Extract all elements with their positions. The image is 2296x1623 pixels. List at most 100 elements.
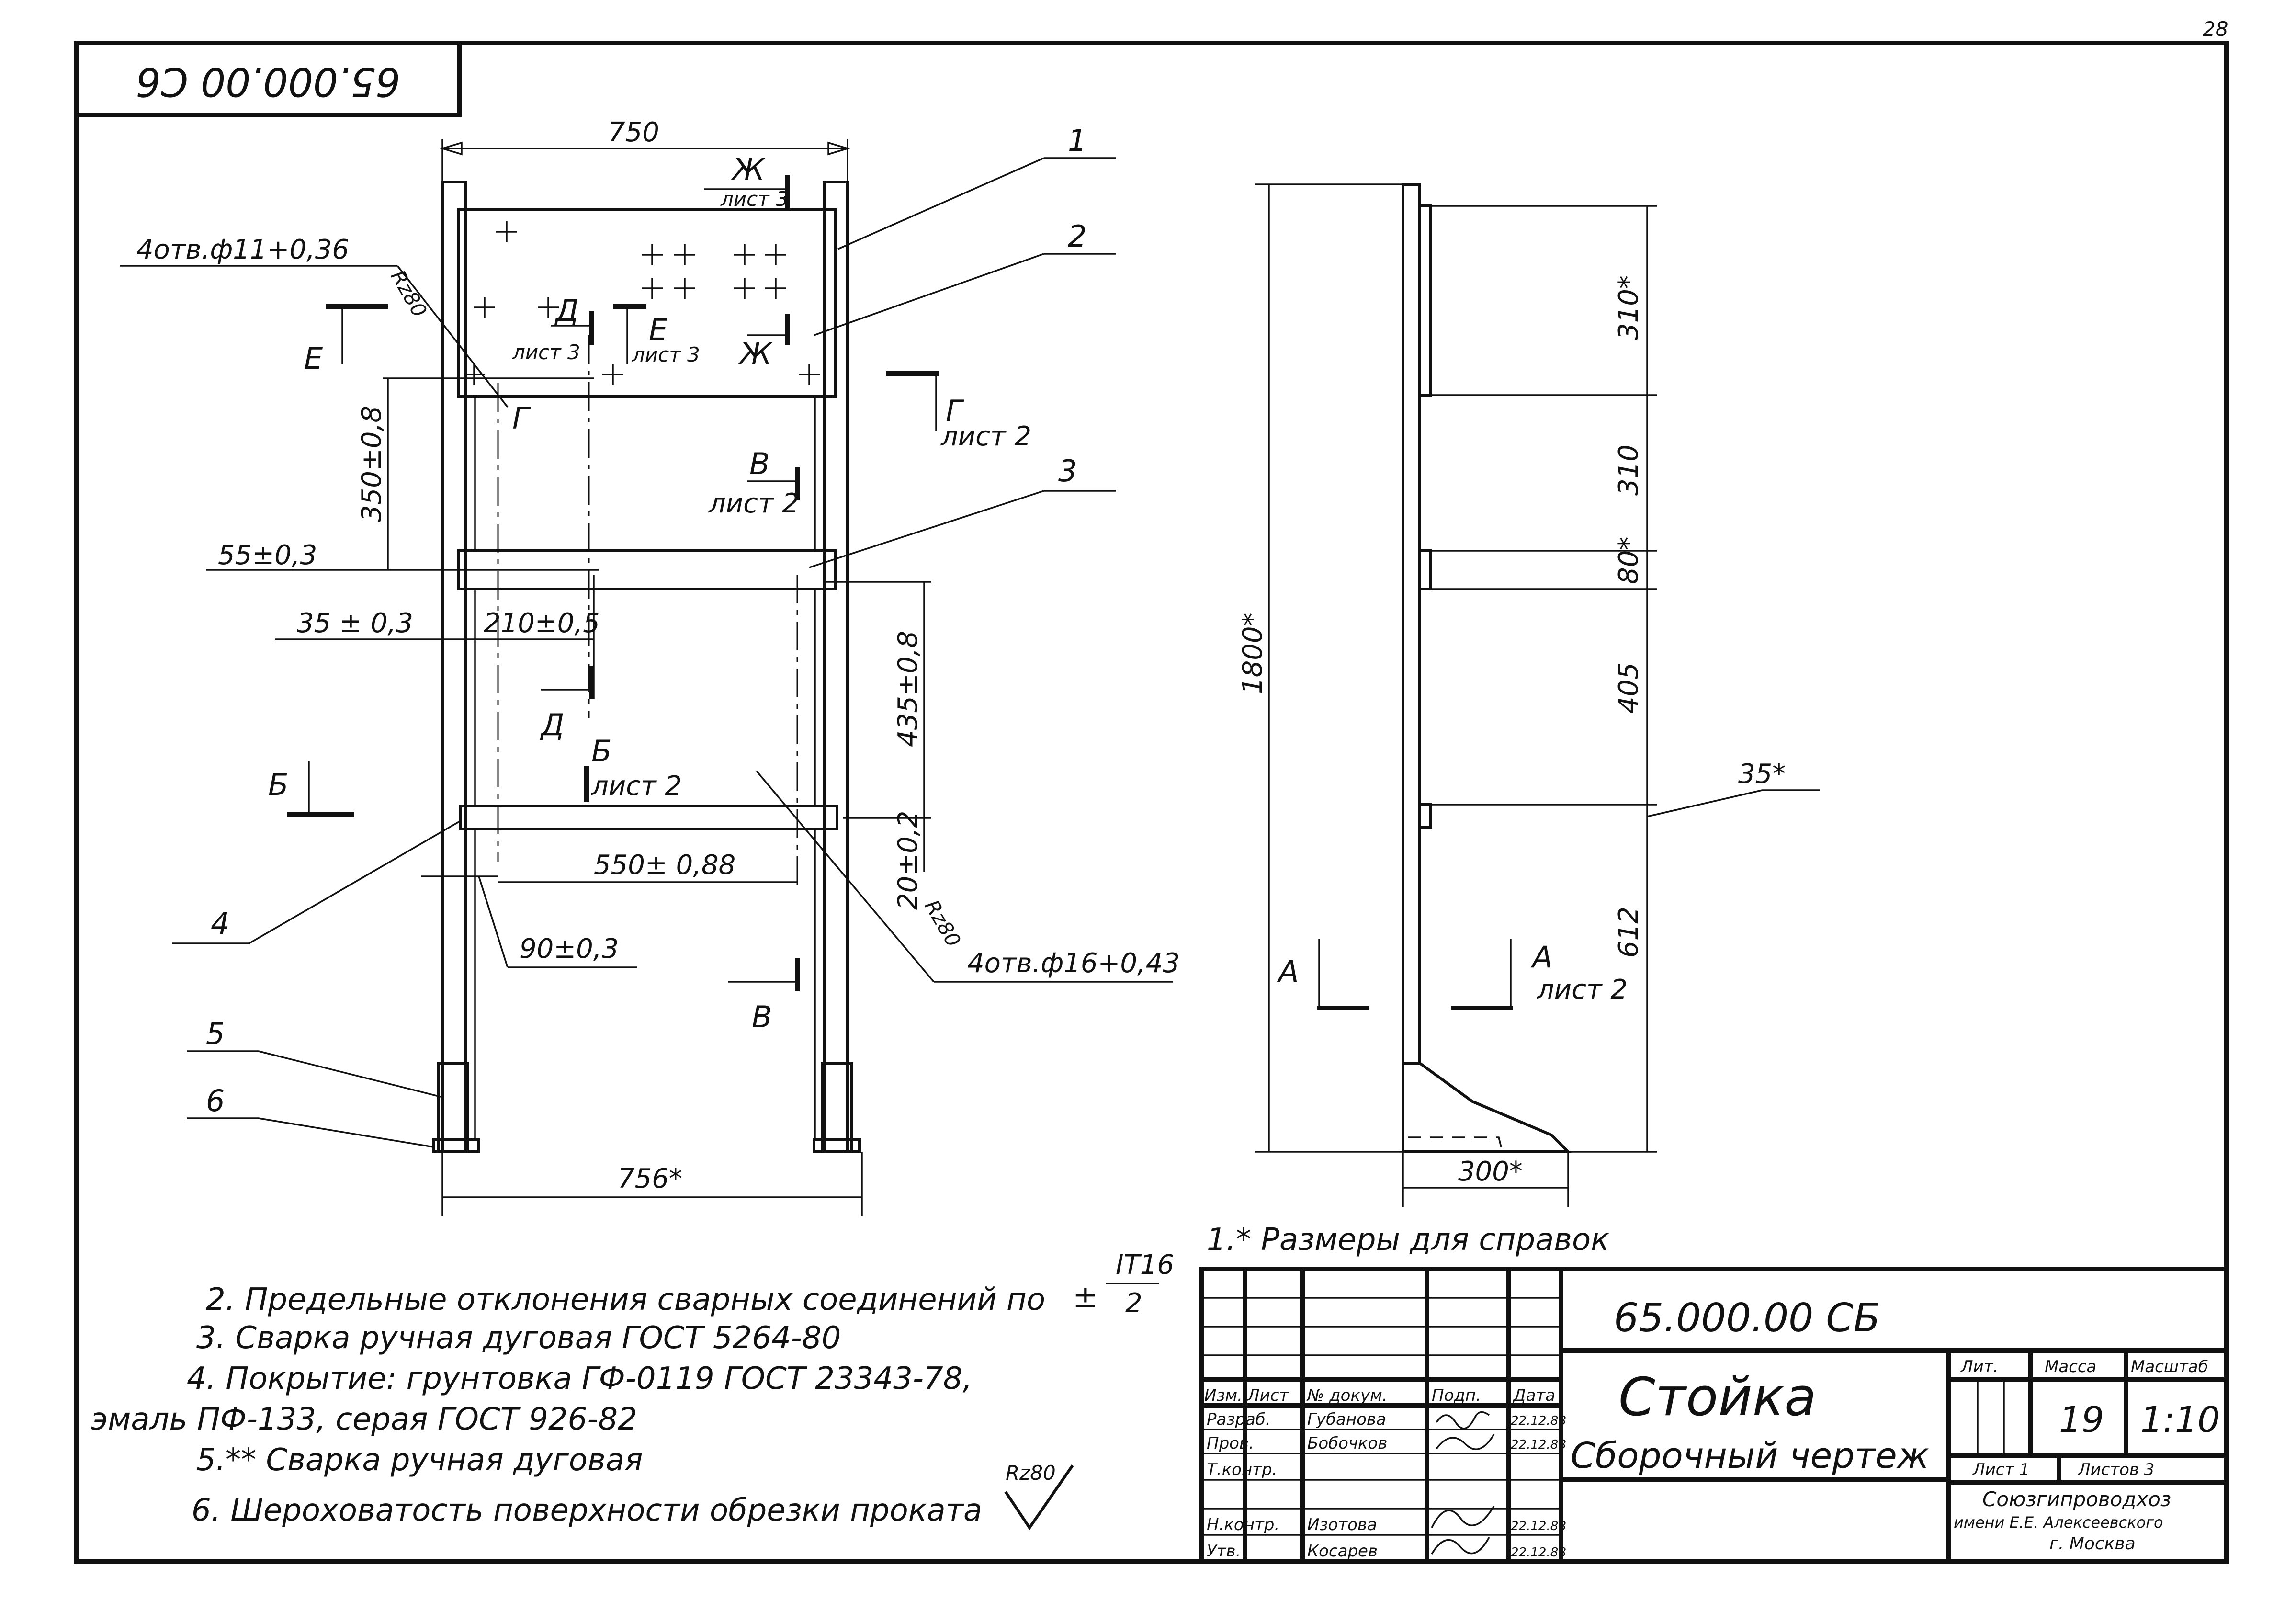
note-6-rz: Rz80 [1006, 1461, 1056, 1485]
note-4a: 4. Покрытие: грунтовка ГФ-0119 ГОСТ 2334… [187, 1361, 973, 1396]
section-d-letter: Д [554, 293, 578, 328]
section-d2-letter: Д [540, 707, 564, 742]
section-zh-letter: Ж [731, 152, 766, 187]
dim-55: 55±0,3 [218, 540, 317, 571]
dim-350: 350±0,8 [356, 406, 387, 522]
tb-scale-label: Масштаб [2131, 1357, 2208, 1376]
signature-5 [1431, 1506, 1495, 1528]
tb-mass: 19 [2059, 1399, 2104, 1441]
note-2-sign: ± [1073, 1280, 1098, 1315]
note-2: 2. Предельные отклонения сварных соедине… [206, 1282, 1045, 1317]
note-2-tol-bottom: 2 [1125, 1288, 1142, 1319]
section-g2-letter: Г [512, 401, 531, 436]
section-b-letter: Б [591, 734, 612, 769]
note-2-tol-top: IT16 [1116, 1249, 1174, 1281]
tb-org-2: имени Е.Е. Алексеевского [1954, 1513, 2163, 1532]
rz-top: Rz80 [386, 266, 431, 321]
tb-date-1: 22.12.88 [1511, 1414, 1566, 1428]
side-dim-1800: 1800* [1237, 613, 1268, 694]
dim-435: 435±0,8 [893, 631, 924, 747]
tb-role-2: Пров. [1207, 1434, 1254, 1453]
tb-org-1: Союзгипроводхоз [1982, 1487, 2171, 1511]
section-a2-letter: А [1277, 954, 1299, 989]
section-a-letter: А [1530, 940, 1552, 975]
tb-sheets: Листов 3 [2077, 1460, 2154, 1479]
rz-bottom: Rz80 [920, 896, 965, 951]
section-e-letter: Е [649, 312, 668, 347]
tb-date-6: 22.12.88 [1511, 1545, 1566, 1560]
pos-4: 4 [211, 906, 229, 941]
side-view: 1800* 310* 310 80* 405 612 35* 300* А А … [1237, 183, 1820, 1207]
tb-lit-label: Лит. [1960, 1357, 1998, 1376]
tb-name: Стойка [1618, 1366, 1817, 1428]
tb-hdr-sign: Подп. [1432, 1386, 1481, 1405]
dim-210: 210±0,5 [484, 608, 600, 639]
tb-role-1: Разраб. [1207, 1410, 1271, 1429]
hole-markers [464, 221, 820, 385]
holes-top-label: 4отв.ф11+0,36 [136, 234, 349, 265]
tb-date-5: 22.12.88 [1511, 1519, 1566, 1533]
pos-5: 5 [206, 1016, 225, 1051]
tb-mass-label: Масса [2045, 1357, 2096, 1376]
tb-role-6: Утв. [1207, 1542, 1241, 1561]
notes: 1.* Размеры для справок 2. Предельные от… [91, 1222, 1609, 1531]
dim-756: 756* [618, 1163, 682, 1194]
tb-name-2: Бобочков [1307, 1434, 1387, 1453]
note-3: 3. Сварка ручная дуговая ГОСТ 5264-80 [196, 1320, 841, 1356]
tb-date-2: 22.12.88 [1511, 1438, 1566, 1452]
tb-hdr-list: Лист [1246, 1386, 1289, 1405]
side-dim-310b: 310 [1613, 444, 1644, 496]
dim-750: 750 [608, 117, 659, 148]
side-dim-612: 612 [1613, 907, 1644, 958]
dim-35: 35 ± 0,3 [297, 608, 413, 639]
side-dim-405: 405 [1613, 662, 1644, 714]
tb-code: 65.000.00 СБ [1614, 1295, 1880, 1341]
tb-scale: 1:10 [2140, 1399, 2220, 1441]
dim-90: 90±0,3 [520, 933, 619, 965]
roughness-symbol [1004, 1464, 1074, 1531]
tb-role-3: Т.контр. [1207, 1460, 1277, 1479]
tb-hdr-doc: № докум. [1306, 1386, 1388, 1405]
tb-name-5: Изотова [1307, 1515, 1377, 1534]
note-6: 6. Шероховатость поверхности обрезки про… [192, 1493, 982, 1528]
signature-6 [1431, 1537, 1490, 1555]
sheet-frame: 28 65.000.00 С6 [74, 17, 2229, 1564]
tb-org-3: г. Москва [2049, 1534, 2136, 1554]
note-4b: эмаль ПФ-133, серая ГОСТ 926-82 [91, 1402, 637, 1437]
tb-name-1: Губанова [1307, 1410, 1386, 1429]
holes-bottom-label: 4отв.ф16+0,43 [967, 948, 1180, 979]
tb-hdr-izm: Изм. [1204, 1386, 1243, 1405]
section-v-sheet: лист 2 [708, 488, 799, 519]
pos-3: 3 [1058, 454, 1077, 488]
side-dim-35: 35* [1738, 759, 1786, 790]
side-dim-310a: 310* [1613, 275, 1644, 340]
tb-hdr-date: Дата [1512, 1386, 1555, 1405]
pos-2: 2 [1068, 219, 1086, 254]
section-b-sheet: лист 2 [591, 771, 682, 802]
section-b2-letter: Б [268, 767, 289, 802]
section-v-letter: В [749, 446, 770, 481]
section-a-sheet: лист 2 [1537, 974, 1628, 1005]
page-number: 28 [2203, 17, 2228, 41]
tb-role-5: Н.контр. [1207, 1515, 1279, 1534]
section-d-sheet: лист 3 [512, 340, 580, 364]
section-e-sheet: лист 3 [632, 343, 700, 366]
section-v2-letter: В [752, 999, 772, 1034]
side-dim-80: 80* [1613, 537, 1644, 584]
dim-550: 550± 0,88 [594, 850, 735, 881]
pos-1: 1 [1068, 123, 1086, 158]
tb-name-6: Косарев [1307, 1542, 1378, 1561]
pos-6: 6 [206, 1083, 225, 1118]
section-zh2-letter: Ж [738, 336, 773, 371]
note-5: 5.** Сварка ручная дуговая [196, 1442, 643, 1478]
signature-1 [1436, 1411, 1490, 1430]
tb-sheet: Лист 1 [1972, 1460, 2030, 1479]
title-block: Изм. Лист № докум. Подп. Дата Разраб. Гу… [1199, 1267, 2229, 1564]
section-zh-sheet: лист 3 [720, 187, 789, 211]
note-1: 1.* Размеры для справок [1207, 1222, 1609, 1258]
front-view: 750 756* 4отв.ф11+0,36 Rz80 4отв.ф16+0,4… [120, 117, 1180, 1216]
signature-2 [1436, 1434, 1495, 1450]
dim-20: 20±0,2 [893, 811, 924, 910]
section-g-sheet: лист 2 [940, 421, 1031, 452]
